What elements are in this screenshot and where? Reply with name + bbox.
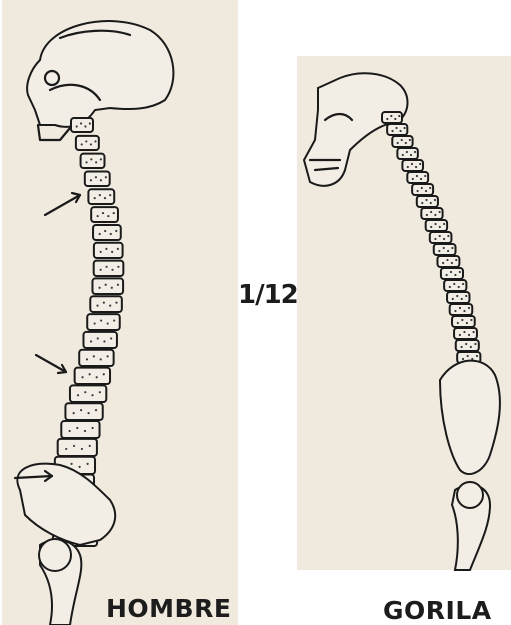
vertebra — [417, 196, 438, 207]
vertebra — [437, 256, 459, 267]
vertebra — [83, 332, 116, 348]
vertebra — [444, 280, 466, 291]
vertebra — [430, 232, 452, 243]
vertebra — [91, 207, 118, 222]
vertebra — [87, 314, 120, 330]
vertebra — [407, 172, 428, 183]
vertebra — [402, 160, 423, 171]
vertebra — [93, 225, 121, 240]
gorilla-label: GORILA — [383, 596, 492, 625]
vertebra — [452, 316, 475, 327]
vertebra — [441, 268, 463, 279]
vertebra — [76, 136, 99, 150]
vertebra — [456, 340, 479, 351]
vertebra — [81, 154, 105, 168]
vertebra — [85, 171, 110, 186]
vertebra — [75, 368, 110, 384]
vertebra — [90, 296, 122, 312]
vertebra — [382, 112, 402, 123]
scale-label: 1/12 — [238, 280, 298, 310]
human-skull — [27, 21, 173, 140]
vertebra — [397, 148, 417, 159]
vertebra — [412, 184, 433, 195]
vertebra — [88, 189, 114, 204]
vertebra — [94, 261, 124, 276]
vertebra — [92, 278, 123, 294]
vertebra — [65, 403, 102, 420]
vertebra — [426, 220, 447, 231]
vertebra — [71, 118, 93, 132]
vertebra — [434, 244, 456, 255]
vertebra — [61, 421, 99, 438]
vertebra — [450, 304, 473, 315]
vertebra — [79, 350, 113, 366]
vertebra — [454, 328, 477, 339]
vertebra — [58, 439, 97, 456]
gorilla-pelvis — [440, 361, 500, 570]
human-label: HOMBRE — [106, 594, 231, 623]
vertebra — [94, 243, 123, 258]
vertebra — [70, 385, 106, 402]
vertebra — [387, 124, 407, 135]
vertebra — [392, 136, 412, 147]
human-pelvis — [17, 464, 115, 625]
vertebra — [421, 208, 442, 219]
vertebra — [447, 292, 469, 303]
